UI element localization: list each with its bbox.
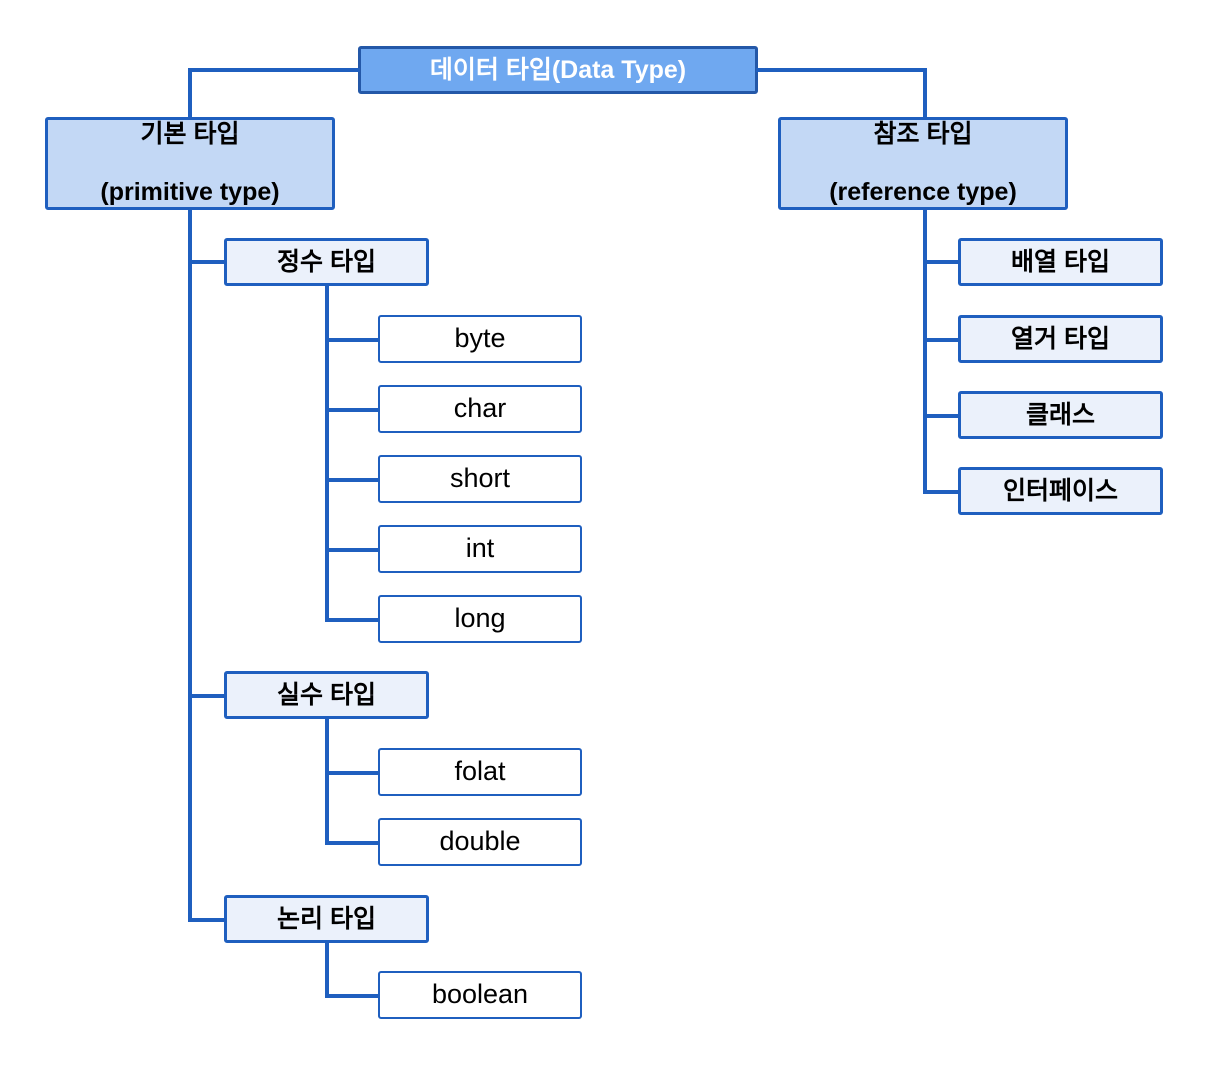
node-class-type[interactable]: 클래스 xyxy=(958,391,1163,439)
node-double[interactable]: double xyxy=(378,818,582,866)
connector-primitive-to-boolean-group xyxy=(188,918,226,922)
node-long[interactable]: long xyxy=(378,595,582,643)
node-float-type[interactable]: 실수 타입 xyxy=(224,671,429,719)
primitive-label-line1: 기본 타입 xyxy=(140,120,240,149)
connector-boolean-trunk xyxy=(325,941,329,996)
connector-reference-to-class xyxy=(923,414,961,418)
connector-integer-to-long xyxy=(325,618,380,622)
connector-reference-trunk xyxy=(923,208,927,493)
connector-float-trunk xyxy=(325,717,329,843)
node-integer-type[interactable]: 정수 타입 xyxy=(224,238,429,286)
connector-boolean-to-boolean xyxy=(325,994,380,998)
connector-float-to-folat xyxy=(325,771,380,775)
connector-integer-to-short xyxy=(325,478,380,482)
node-char[interactable]: char xyxy=(378,385,582,433)
connector-primitive-to-integer xyxy=(188,260,226,264)
node-reference-type[interactable]: 참조 타입 (reference type) xyxy=(778,117,1068,210)
connector-integer-trunk xyxy=(325,284,329,620)
connector-root-left-v xyxy=(188,68,192,119)
node-boolean-type[interactable]: 논리 타입 xyxy=(224,895,429,943)
node-boolean[interactable]: boolean xyxy=(378,971,582,1019)
node-primitive-type[interactable]: 기본 타입 (primitive type) xyxy=(45,117,335,210)
connector-root-right-h xyxy=(756,68,927,72)
connector-reference-to-interface xyxy=(923,490,961,494)
node-int[interactable]: int xyxy=(378,525,582,573)
primitive-label-line2: (primitive type) xyxy=(100,177,280,206)
connector-root-right-v xyxy=(923,68,927,119)
node-byte[interactable]: byte xyxy=(378,315,582,363)
node-data-type[interactable]: 데이터 타입(Data Type) xyxy=(358,46,758,94)
connector-reference-to-array xyxy=(923,260,961,264)
connector-primitive-to-float xyxy=(188,694,226,698)
reference-label-line2: (reference type) xyxy=(829,177,1017,206)
node-interface-type[interactable]: 인터페이스 xyxy=(958,467,1163,515)
connector-integer-to-int xyxy=(325,548,380,552)
reference-label-line1: 참조 타입 xyxy=(873,120,973,149)
node-enum-type[interactable]: 열거 타입 xyxy=(958,315,1163,363)
connector-reference-to-enum xyxy=(923,338,961,342)
node-array-type[interactable]: 배열 타입 xyxy=(958,238,1163,286)
connector-float-to-double xyxy=(325,841,380,845)
connector-integer-to-byte xyxy=(325,338,380,342)
connector-integer-to-char xyxy=(325,408,380,412)
node-short[interactable]: short xyxy=(378,455,582,503)
connector-primitive-trunk xyxy=(188,208,192,920)
node-folat[interactable]: folat xyxy=(378,748,582,796)
connector-root-left-h xyxy=(188,68,360,72)
